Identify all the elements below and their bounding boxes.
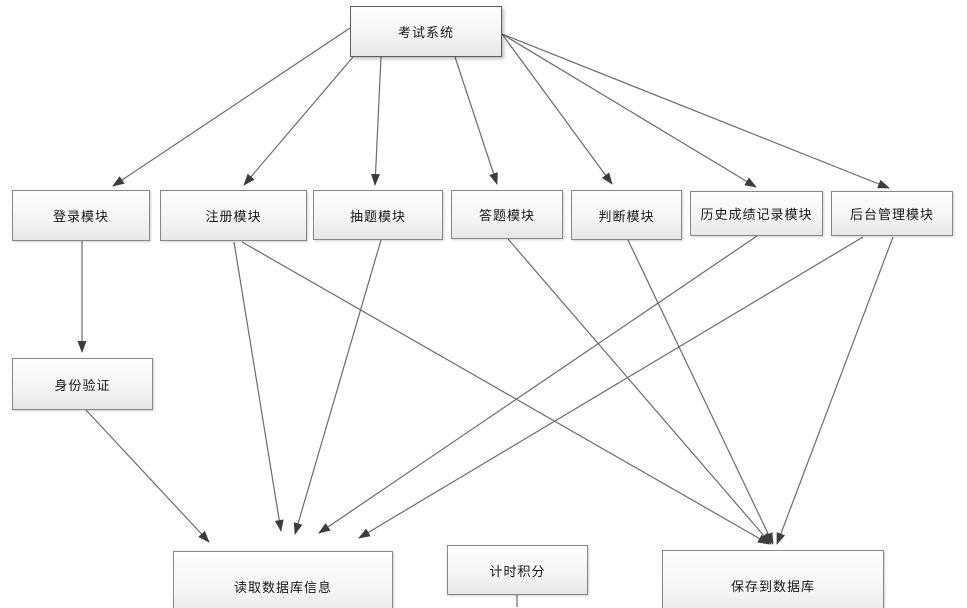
edge-exam-to-draw [371, 56, 382, 186]
edge-exam-to-login [112, 27, 351, 187]
edge-history-to-read_db [318, 235, 758, 534]
edge-verify-to-read_db [85, 409, 210, 543]
edge-judge-to-save_db [627, 239, 774, 545]
edge-admin-to-read_db [358, 236, 864, 539]
node-read-database-info: 读取数据库信息 [173, 551, 393, 608]
node-backend-admin-module: 后台管理模块 [831, 191, 953, 236]
edge-exam-to-history [501, 33, 757, 188]
node-answer-module: 答题模块 [451, 190, 563, 239]
node-judge-module: 判断模块 [571, 190, 682, 240]
edge-register-to-read_db [233, 241, 284, 532]
edge-exam-to-register [243, 56, 354, 186]
node-register-module: 注册模块 [160, 190, 307, 241]
edge-exam-to-judge [501, 33, 613, 185]
edge-exam-to-admin [501, 33, 890, 189]
node-exam-system: 考试系统 [350, 6, 502, 57]
node-draw-question-module: 抽题模块 [313, 190, 443, 240]
edges-group [77, 27, 894, 607]
edge-draw-to-read_db [293, 239, 382, 535]
node-save-to-database: 保存到数据库 [662, 550, 884, 608]
edge-answer-to-save_db [507, 238, 772, 545]
node-history-record-module: 历史成绩记录模块 [690, 191, 823, 236]
edge-admin-to-save_db [776, 236, 894, 545]
edge-register-to-save_db [241, 241, 770, 545]
node-timing-score: 计时积分 [447, 545, 588, 595]
node-identity-verify: 身份验证 [12, 358, 153, 410]
edge-exam-to-answer [454, 56, 498, 185]
node-login-module: 登录模块 [12, 190, 150, 241]
